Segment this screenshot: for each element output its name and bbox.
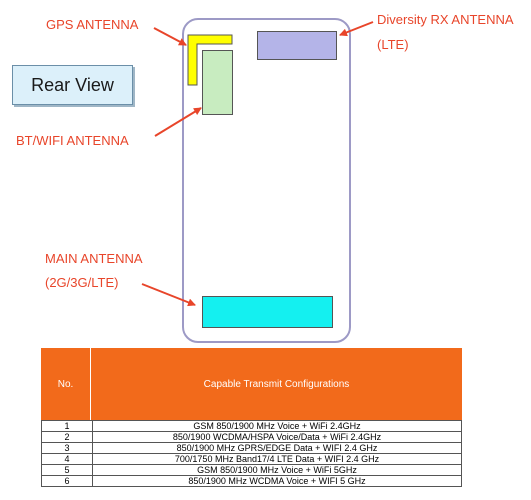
table-row: 5 GSM 850/1900 MHz Voice + WiFi 5GHz: [41, 464, 462, 476]
row-configuration: GSM 850/1900 MHz Voice + WiFi 5GHz: [92, 464, 462, 476]
diversity-rx-antenna-block: [257, 31, 337, 60]
main-antenna-block: [202, 296, 333, 328]
gps-antenna-label: GPS ANTENNA: [46, 17, 139, 32]
header-no: No.: [41, 348, 91, 420]
row-configuration: 700/1750 MHz Band17/4 LTE Data + WIFI 2.…: [92, 453, 462, 465]
row-number: 5: [41, 464, 93, 476]
row-configuration: 850/1900 MHz WCDMA Voice + WIFI 5 GHz: [92, 475, 462, 487]
header-configurations: Capable Transmit Configurations: [203, 378, 350, 390]
bt-wifi-antenna-label: BT/WIFI ANTENNA: [16, 133, 129, 148]
table-row: 2 850/1900 WCDMA/HSPA Voice/Data + WiFi …: [41, 431, 462, 443]
row-number: 1: [41, 420, 93, 432]
row-configuration: GSM 850/1900 MHz Voice + WiFi 2.4GHz: [92, 420, 462, 432]
main-antenna-bands-label: (2G/3G/LTE): [45, 275, 119, 290]
diversity-rx-lte-label: (LTE): [377, 37, 409, 52]
row-number: 3: [41, 442, 93, 454]
rear-view-box: Rear View: [12, 65, 133, 105]
row-number: 4: [41, 453, 93, 465]
main-antenna-label: MAIN ANTENNA: [45, 251, 143, 266]
config-table: 1 GSM 850/1900 MHz Voice + WiFi 2.4GHz 2…: [41, 420, 462, 487]
row-configuration: 850/1900 MHz GPRS/EDGE Data + WIFI 2.4 G…: [92, 442, 462, 454]
table-row: 4 700/1750 MHz Band17/4 LTE Data + WIFI …: [41, 453, 462, 465]
bt-wifi-antenna-block: [202, 50, 233, 115]
config-table-header: No. Capable Transmit Configurations: [41, 348, 462, 420]
diversity-rx-antenna-label: Diversity RX ANTENNA: [377, 12, 514, 27]
table-row: 3 850/1900 MHz GPRS/EDGE Data + WIFI 2.4…: [41, 442, 462, 454]
rear-view-title: Rear View: [31, 74, 114, 95]
table-row: 6 850/1900 MHz WCDMA Voice + WIFI 5 GHz: [41, 475, 462, 487]
row-number: 2: [41, 431, 93, 443]
table-row: 1 GSM 850/1900 MHz Voice + WiFi 2.4GHz: [41, 420, 462, 432]
row-number: 6: [41, 475, 93, 487]
row-configuration: 850/1900 WCDMA/HSPA Voice/Data + WiFi 2.…: [92, 431, 462, 443]
